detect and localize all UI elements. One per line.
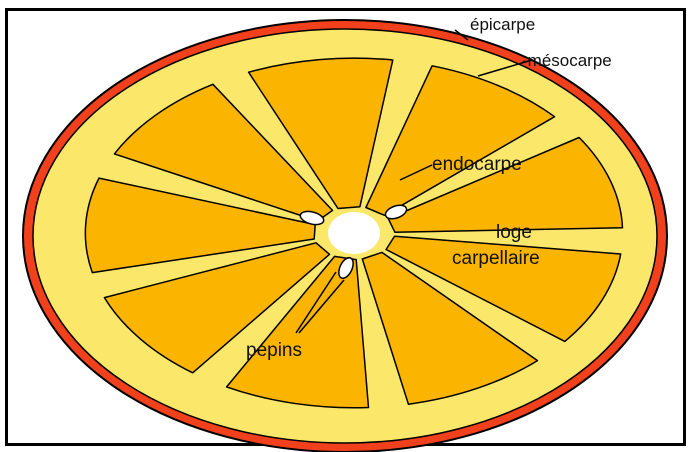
pepins-label: pépins [246, 340, 302, 361]
epicarpe-label: épicarpe [470, 15, 535, 34]
loge-carpellaire-label-line2: carpellaire [452, 248, 540, 269]
mesocarpe-label: -mésocarpe [522, 51, 612, 70]
endocarpe-label: endocarpe [432, 154, 522, 175]
center-pith [328, 212, 380, 254]
loge-carpellaire-label-line1: loge [496, 222, 532, 243]
